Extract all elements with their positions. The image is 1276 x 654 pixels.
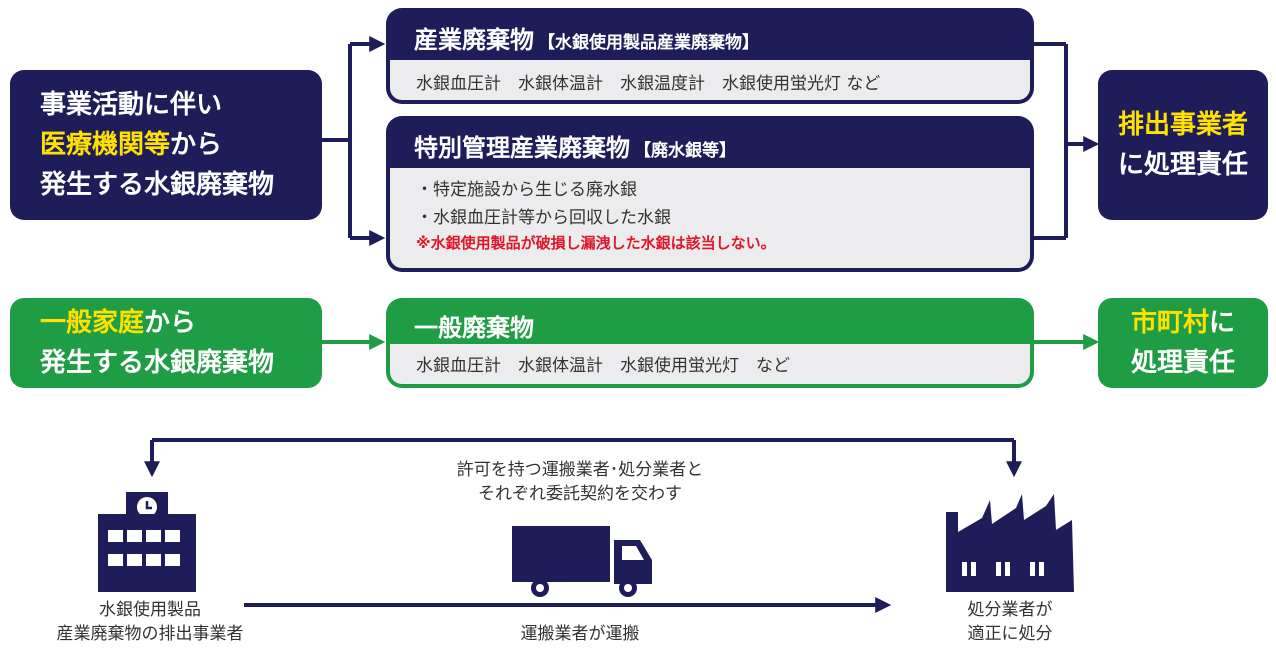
emitter-label-line2: 産業廃棄物の排出事業者 <box>56 624 244 644</box>
disposer-label-line2: 適正に処分 <box>967 624 1053 644</box>
source-business-line1: 事業活動に伴い <box>40 90 223 120</box>
source-business-line3: 発生する水銀廃棄物 <box>40 170 275 200</box>
industrial-waste-panel: 産業廃棄物 【水銀使用製品産業廃棄物】 水銀血圧計 水銀体温計 水銀温度計 水銀… <box>386 8 1034 104</box>
branch-arrow-left <box>322 36 386 246</box>
source-business-highlight: 医療機関等 <box>40 130 171 160</box>
emitter-label: 水銀使用製品 産業廃棄物の排出事業者 <box>10 598 290 646</box>
source-household-highlight: 一般家庭 <box>40 308 145 338</box>
general-waste-examples: 水銀血圧計 水銀体温計 水銀使用蛍光灯 など <box>416 356 790 376</box>
industrial-waste-subtitle: 【水銀使用製品産業廃棄物】 <box>538 33 759 53</box>
result-business-line2: に処理責任 <box>1117 150 1248 180</box>
special-waste-panel: 特別管理産業廃棄物 【廃水銀等】 ・特定施設から生じる廃水銀 ・水銀血圧計等から… <box>386 116 1034 272</box>
result-municipal-line1-rest: に <box>1209 308 1236 338</box>
industrial-waste-title: 産業廃棄物 <box>414 26 534 54</box>
merge-arrow-right <box>1034 42 1100 240</box>
contract-note-line2: それぞれ委託契約を交わす <box>478 484 682 504</box>
contract-note: 許可を持つ運搬業者･処分業者と それぞれ委託契約を交わす <box>380 458 780 506</box>
special-waste-item2: ・水銀血圧計等から回収した水銀 <box>416 208 671 228</box>
emitter-label-line1: 水銀使用製品 <box>99 600 201 620</box>
result-municipal-highlight: 市町村 <box>1130 308 1209 338</box>
contract-note-line1: 許可を持つ運搬業者･処分業者と <box>456 460 704 480</box>
disposer-label-line1: 処分業者が <box>967 600 1053 620</box>
source-business-line2-rest: から <box>170 130 223 160</box>
general-waste-title: 一般廃棄物 <box>414 314 534 342</box>
transport-label: 運搬業者が運搬 <box>520 624 640 644</box>
special-waste-subtitle: 【廃水銀等】 <box>634 141 736 161</box>
source-household-line1-rest: から <box>144 308 197 338</box>
special-waste-title: 特別管理産業廃棄物 <box>414 134 630 162</box>
special-waste-note: ※水銀使用製品が破損し漏洩した水銀は該当しない。 <box>416 234 776 252</box>
disposer-label: 処分業者が 適正に処分 <box>920 598 1100 646</box>
industrial-waste-examples: 水銀血圧計 水銀体温計 水銀温度計 水銀使用蛍光灯 など <box>416 74 881 94</box>
source-business-box: 事業活動に伴い 医療機関等から 発生する水銀廃棄物 <box>10 70 322 220</box>
result-municipal-line2: 処理責任 <box>1130 348 1235 378</box>
source-household-box: 一般家庭から 発生する水銀廃棄物 <box>10 298 322 388</box>
contract-arrow <box>144 438 1022 478</box>
general-waste-panel: 一般廃棄物 水銀血圧計 水銀体温計 水銀使用蛍光灯 など <box>386 298 1034 388</box>
result-business-box: 排出事業者 に処理責任 <box>1098 70 1268 220</box>
special-waste-item1: ・特定施設から生じる廃水銀 <box>416 180 637 200</box>
result-business-line1: 排出事業者 <box>1117 110 1248 140</box>
source-household-line2: 発生する水銀廃棄物 <box>40 348 275 378</box>
result-municipal-box: 市町村に 処理責任 <box>1098 298 1268 388</box>
